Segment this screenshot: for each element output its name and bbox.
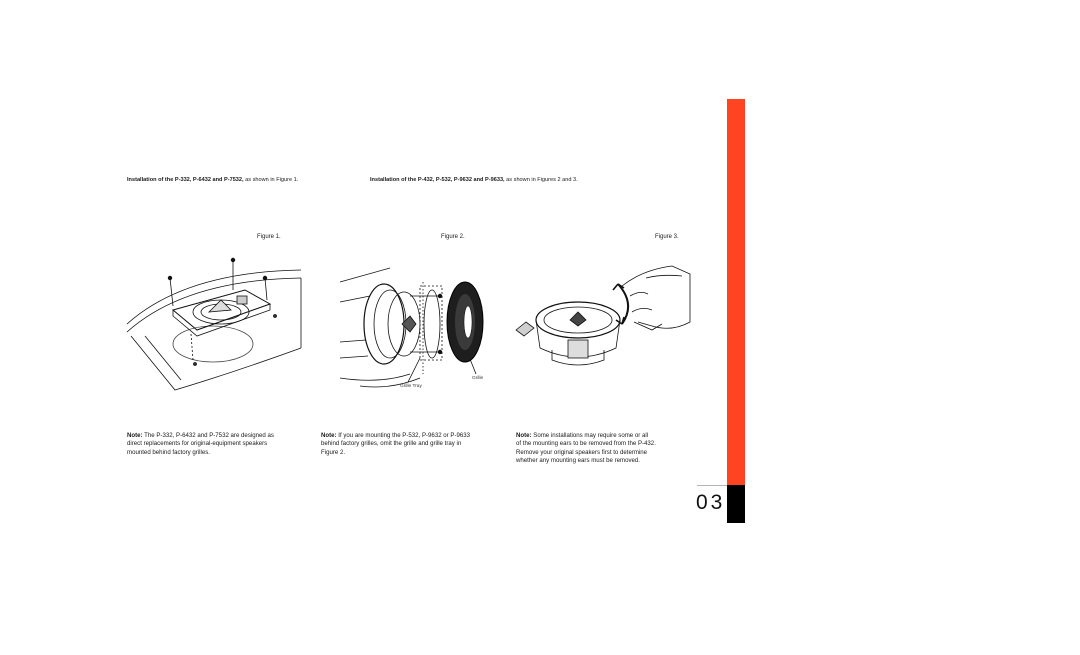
heading-models: P-432, P-532, P-9632 and P-9633,: [417, 177, 505, 183]
figure-2-label: Figure 2.: [441, 234, 465, 240]
note-text: The P-332, P-6432 and P-7532 are designe…: [142, 432, 274, 439]
note-3-line-4: whether any mounting ears must be remove…: [516, 457, 640, 465]
page-number-rule: [697, 485, 727, 486]
grille-callout: Grille: [472, 376, 484, 381]
heading-suffix: as shown in Figures 2 and 3.: [504, 177, 578, 183]
accent-side-bar: [727, 99, 745, 485]
note-text: If you are mounting the P-532, P-9632 or…: [336, 432, 471, 439]
note-lead: Note:: [321, 432, 337, 439]
figure-3-illustration: [515, 265, 691, 366]
grille-tray-callout: Grille Tray: [400, 384, 422, 389]
note-2: Note: If you are mounting the P-532, P-9…: [321, 432, 501, 457]
note-1-line-1: Note: The P-332, P-6432 and P-7532 are d…: [127, 432, 307, 440]
figure-1-illustration: [126, 257, 302, 391]
page-tab: [727, 485, 745, 523]
figure-2-illustration: [339, 267, 484, 388]
note-1-line-2: direct replacements for original-equipme…: [127, 440, 268, 448]
note-1: Note: The P-332, P-6432 and P-7532 are d…: [127, 432, 307, 457]
heading-models: P-332, P-6432 and P-7532,: [174, 177, 244, 183]
note-2-line-2: behind factory grilles, omit the grille …: [321, 440, 462, 448]
note-lead: Note:: [516, 432, 532, 439]
figure-1-label: Figure 1.: [257, 234, 281, 240]
heading-prefix: Installation of the: [127, 177, 175, 183]
heading-figures-2-3: Installation of the P-432, P-532, P-9632…: [370, 177, 578, 183]
note-3-line-1: Note: Some installations may require som…: [516, 432, 696, 440]
note-2-line-3: Figure 2.: [321, 448, 346, 456]
note-text: Some installations may require some or a…: [531, 432, 649, 439]
note-1-line-3: mounted behind factory grilles.: [127, 448, 210, 456]
page-number: 03: [696, 491, 726, 514]
heading-suffix: as shown in Figure 1.: [243, 177, 299, 183]
note-2-line-1: Note: If you are mounting the P-532, P-9…: [321, 432, 501, 440]
note-3-line-2: of the mounting ears to be removed from …: [516, 440, 656, 448]
note-3-line-3: Remove your original speakers first to d…: [516, 448, 648, 456]
heading-figure-1: Installation of the P-332, P-6432 and P-…: [127, 177, 298, 183]
note-3: Note: Some installations may require som…: [516, 432, 696, 466]
note-lead: Note:: [127, 432, 143, 439]
figure-3-label: Figure 3.: [655, 234, 679, 240]
heading-prefix: Installation of the: [370, 177, 418, 183]
